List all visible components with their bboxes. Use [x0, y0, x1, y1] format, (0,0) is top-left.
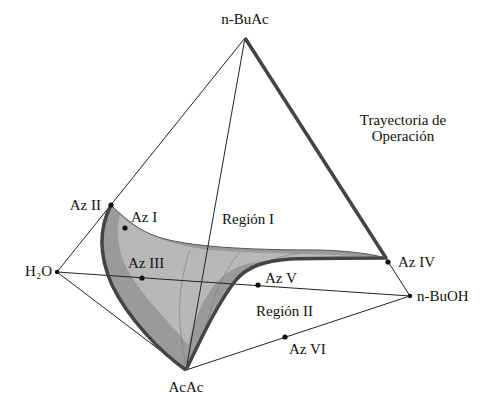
- vertex-label: n-BuAc: [221, 12, 269, 28]
- azeotrope-point: [122, 225, 127, 230]
- vertex-label: n-BuOH: [417, 289, 469, 305]
- operation-trajectory: [186, 38, 386, 370]
- azeotrope-label: Az VI: [289, 342, 326, 358]
- azeotrope-point: [385, 259, 390, 264]
- trajectory-label: Trayectoria de Operación: [353, 113, 453, 145]
- tetrahedron-edge: [186, 38, 245, 370]
- azeotrope-label: Az III: [128, 256, 164, 272]
- vertex-label: AcAc: [169, 380, 204, 396]
- vertex-label: H₂O: [25, 264, 52, 280]
- azeotrope-surface: [102, 205, 386, 370]
- distillation-boundary: [102, 205, 186, 370]
- tetrahedron-edge: [57, 38, 245, 272]
- region-label: Región I: [222, 212, 274, 228]
- vertex-point: [408, 294, 412, 298]
- azeotrope-point: [139, 275, 144, 280]
- vertex-point: [55, 270, 59, 274]
- azeotrope-label: Az IV: [398, 255, 435, 271]
- azeotrope-point: [282, 334, 287, 339]
- azeotrope-point: [108, 202, 113, 207]
- surface-highlight: [118, 215, 370, 345]
- azeotrope-label: Az II: [70, 198, 101, 214]
- azeotrope-label: Az I: [131, 210, 157, 226]
- azeotrope-point: [255, 282, 260, 287]
- azeotrope-label: Az V: [265, 271, 297, 287]
- surface-grid: [180, 250, 190, 365]
- region-label: Región II: [254, 304, 315, 320]
